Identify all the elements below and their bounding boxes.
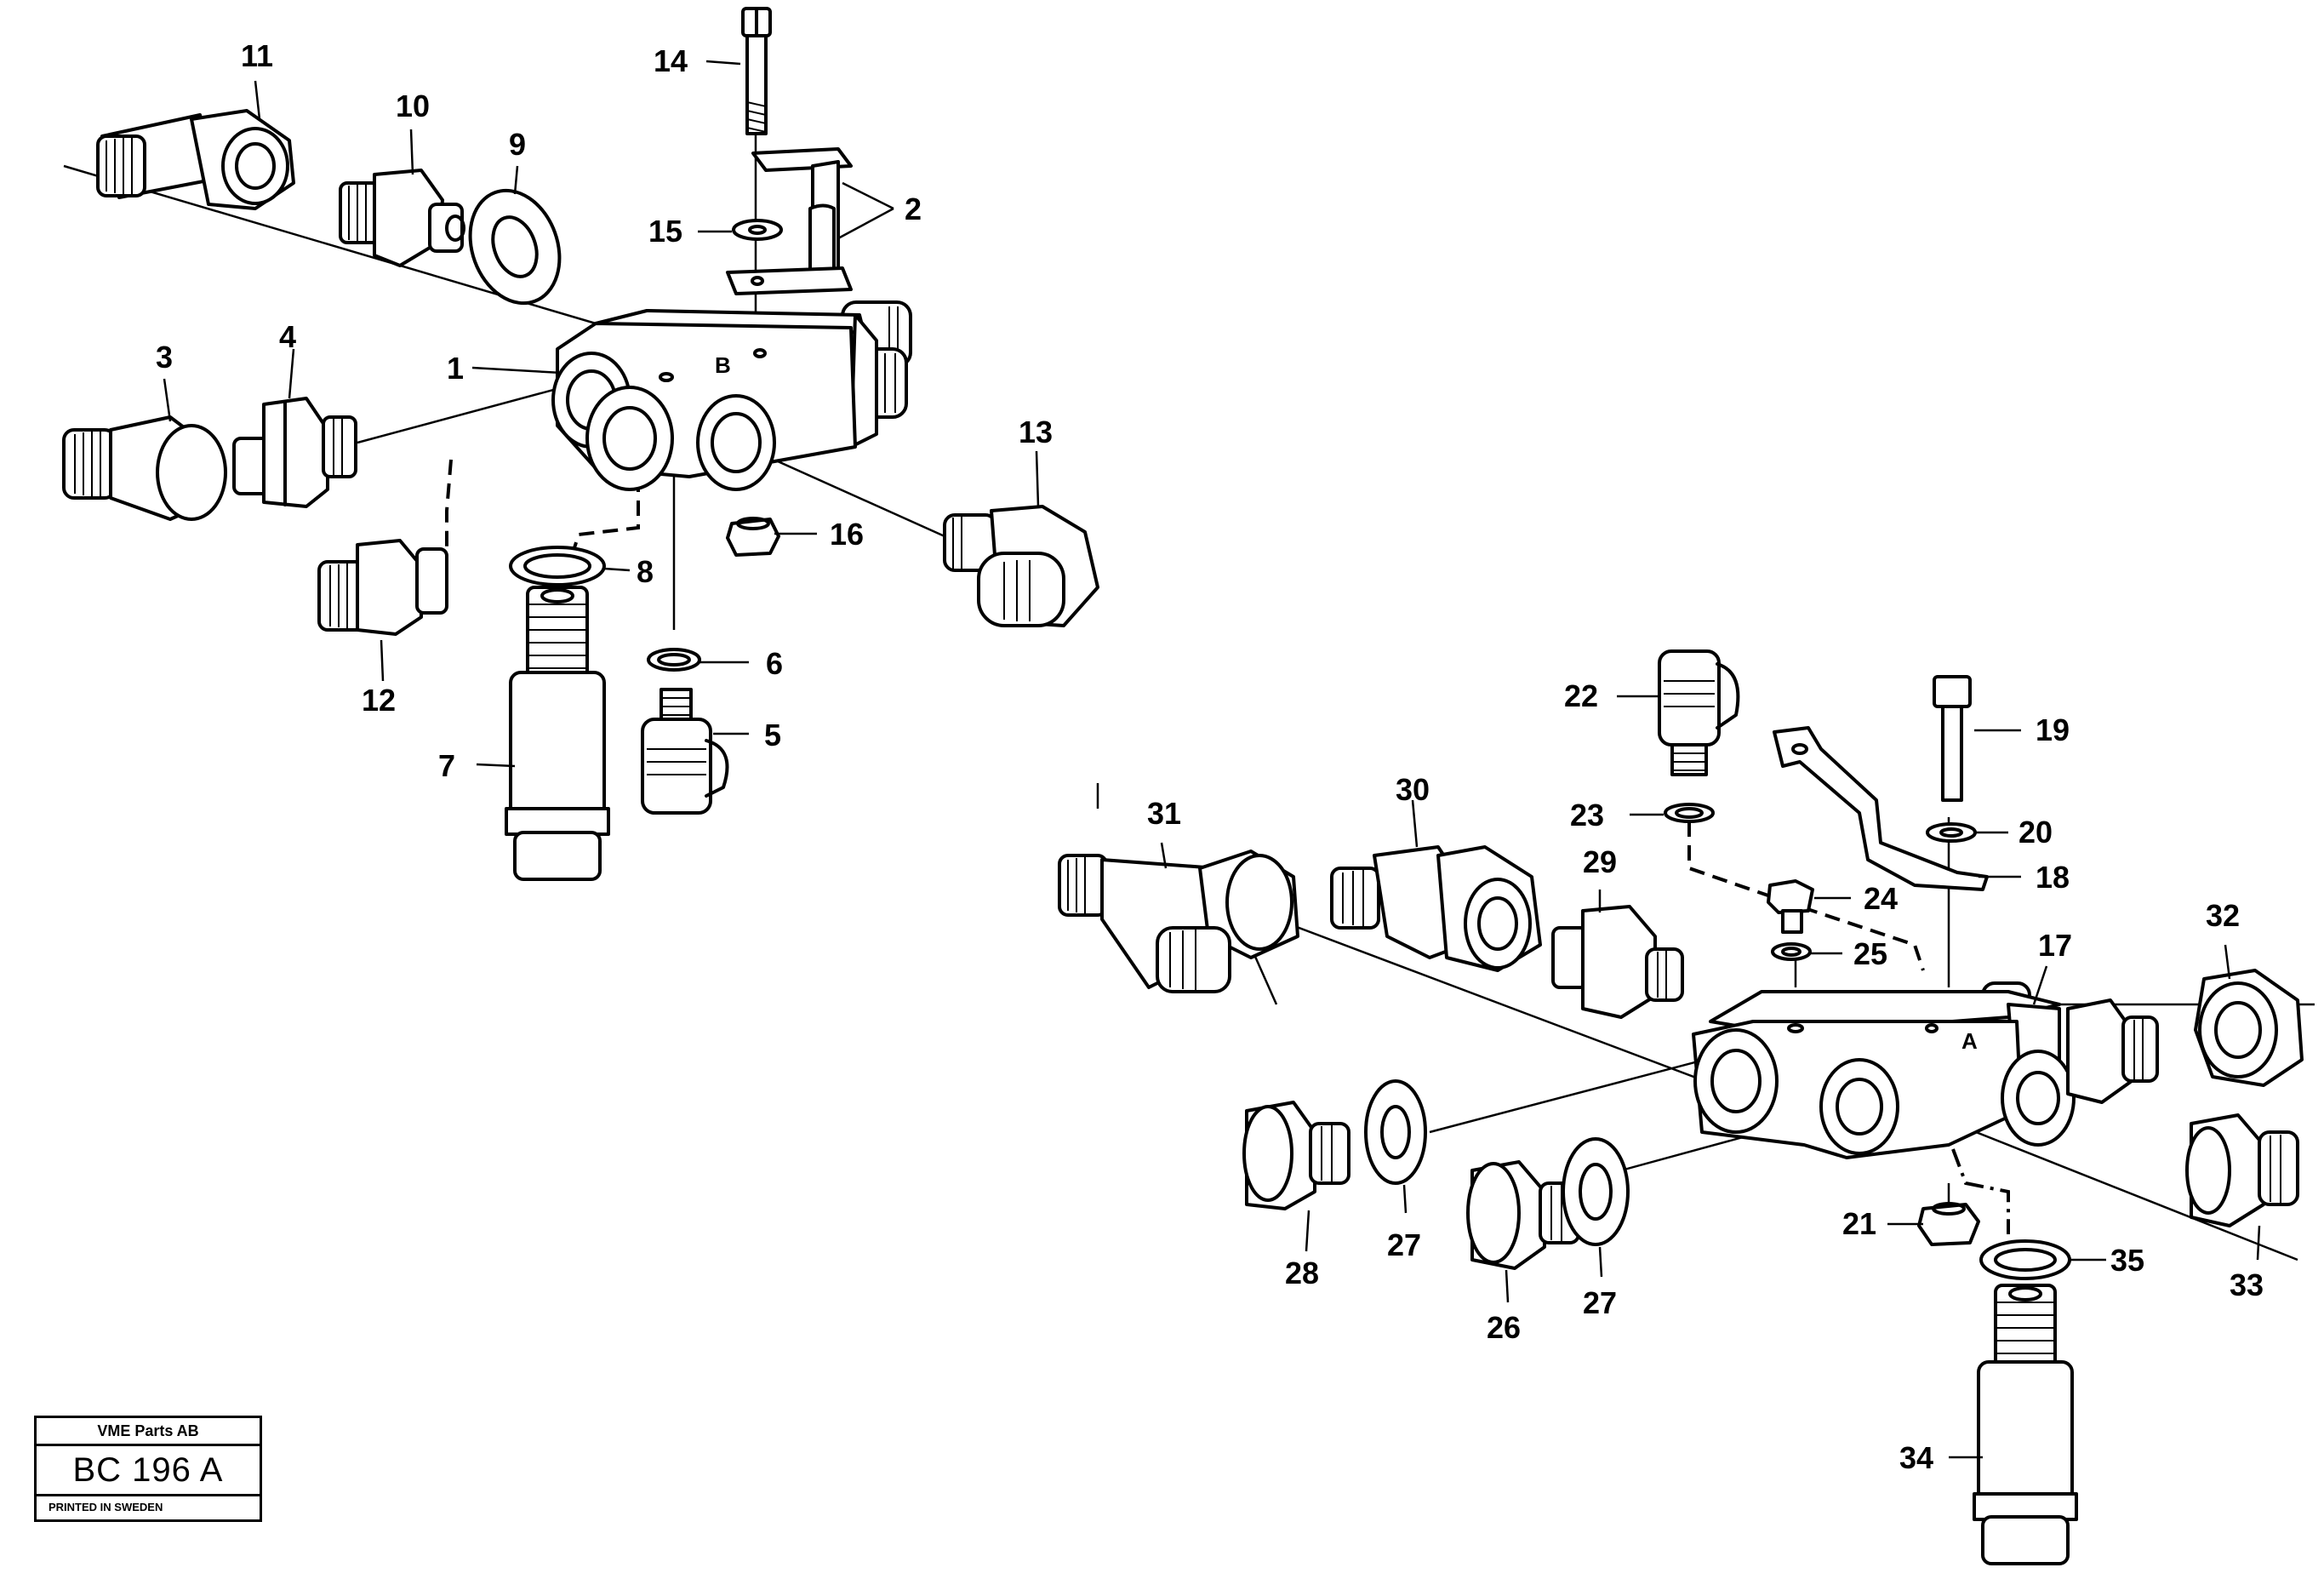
bolt-14 xyxy=(741,7,772,135)
elbow-fitting-11 xyxy=(96,109,295,210)
nut-21 xyxy=(1917,1202,1980,1246)
valve-marking-a: A xyxy=(1961,1028,1978,1054)
callout-5: 5 xyxy=(764,718,781,752)
check-valve-34 xyxy=(1973,1284,2078,1565)
o-ring-6 xyxy=(647,648,701,672)
callout-numbers: 11 10 9 14 2 15 3 4 1 13 16 8 12 6 5 7 2… xyxy=(156,38,2264,1475)
callout-7: 7 xyxy=(438,748,455,783)
bleed-screw-24 xyxy=(1767,879,1814,934)
callout-27-right: 27 xyxy=(1583,1285,1617,1320)
adapter-fitting-12 xyxy=(317,539,448,636)
title-block: VME Parts AB BC 196 A PRINTED IN SWEDEN xyxy=(34,1416,262,1522)
elbow-fitting-13 xyxy=(943,505,1099,627)
callout-26: 26 xyxy=(1487,1310,1521,1345)
adapter-nipple-29 xyxy=(1551,905,1684,1019)
callout-1: 1 xyxy=(447,351,464,386)
sealing-washer-27a xyxy=(1364,1079,1427,1185)
callout-29: 29 xyxy=(1583,844,1617,879)
callout-10: 10 xyxy=(396,89,430,123)
callout-33: 33 xyxy=(2230,1267,2264,1302)
callout-31: 31 xyxy=(1147,796,1181,831)
callout-8: 8 xyxy=(637,554,654,589)
printed-note: PRINTED IN SWEDEN xyxy=(49,1501,163,1513)
callout-14: 14 xyxy=(654,43,688,78)
check-valve-7 xyxy=(505,586,610,881)
elbow-fitting-3 xyxy=(62,415,227,521)
o-ring-23 xyxy=(1664,803,1715,823)
plug-26 xyxy=(1466,1160,1580,1270)
leader-lines xyxy=(163,60,2261,1459)
lower-valve-assembly: A xyxy=(1058,649,2315,1565)
tee-fitting-31 xyxy=(1058,850,1299,993)
callout-12: 12 xyxy=(362,683,396,718)
callout-4: 4 xyxy=(279,319,296,354)
callout-17: 17 xyxy=(2038,928,2072,963)
sealing-washer-27b xyxy=(1562,1137,1630,1246)
washer-15 xyxy=(732,219,783,241)
bracket-18 xyxy=(1773,726,1989,891)
callout-15: 15 xyxy=(648,214,682,249)
o-ring-8 xyxy=(509,546,606,586)
callout-28: 28 xyxy=(1285,1256,1319,1290)
union-fitting-4 xyxy=(232,397,357,508)
cap-nut-32 xyxy=(2194,969,2304,1087)
valve-block-1: B xyxy=(551,309,878,491)
sealing-washer-9 xyxy=(468,188,562,306)
callout-20: 20 xyxy=(2019,815,2053,850)
adapter-nipple-10 xyxy=(339,169,465,267)
callout-19: 19 xyxy=(2036,712,2070,747)
valve-block-17: A xyxy=(1692,990,2076,1159)
callout-22: 22 xyxy=(1564,678,1598,713)
o-ring-35 xyxy=(1979,1239,2071,1280)
adapter-fitting-33 xyxy=(2185,1113,2299,1227)
upper-valve-assembly: B xyxy=(62,7,1099,881)
callout-6: 6 xyxy=(766,646,783,681)
callout-18: 18 xyxy=(2036,860,2070,895)
callout-11: 11 xyxy=(241,38,273,73)
plug-28 xyxy=(1242,1101,1350,1210)
valve-marking-b: B xyxy=(715,352,731,378)
callout-3: 3 xyxy=(156,340,173,375)
callout-21: 21 xyxy=(1842,1206,1876,1241)
callout-32: 32 xyxy=(2206,898,2240,933)
elbow-fitting-30 xyxy=(1330,845,1542,972)
callout-35: 35 xyxy=(2110,1243,2144,1278)
test-nipple-22 xyxy=(1658,649,1740,776)
callout-16: 16 xyxy=(830,517,864,552)
nut-16 xyxy=(726,517,780,557)
callout-24: 24 xyxy=(1864,881,1898,916)
callout-30: 30 xyxy=(1396,772,1430,807)
callout-2: 2 xyxy=(905,192,922,226)
washer-20 xyxy=(1926,822,1977,843)
test-nipple-5 xyxy=(641,688,729,815)
washer-25 xyxy=(1771,942,1812,961)
block-right-fitting xyxy=(2066,998,2159,1104)
mounting-bracket-2 xyxy=(726,147,853,295)
callout-23: 23 xyxy=(1570,798,1604,832)
callout-13: 13 xyxy=(1019,415,1053,449)
callout-25: 25 xyxy=(1853,936,1887,971)
callout-9: 9 xyxy=(509,127,526,162)
bolt-19 xyxy=(1933,675,1972,802)
callout-34: 34 xyxy=(1899,1440,1933,1475)
callout-27-left: 27 xyxy=(1387,1227,1421,1262)
company-name: VME Parts AB xyxy=(37,1418,260,1446)
drawing-code: BC 196 A xyxy=(37,1446,260,1496)
